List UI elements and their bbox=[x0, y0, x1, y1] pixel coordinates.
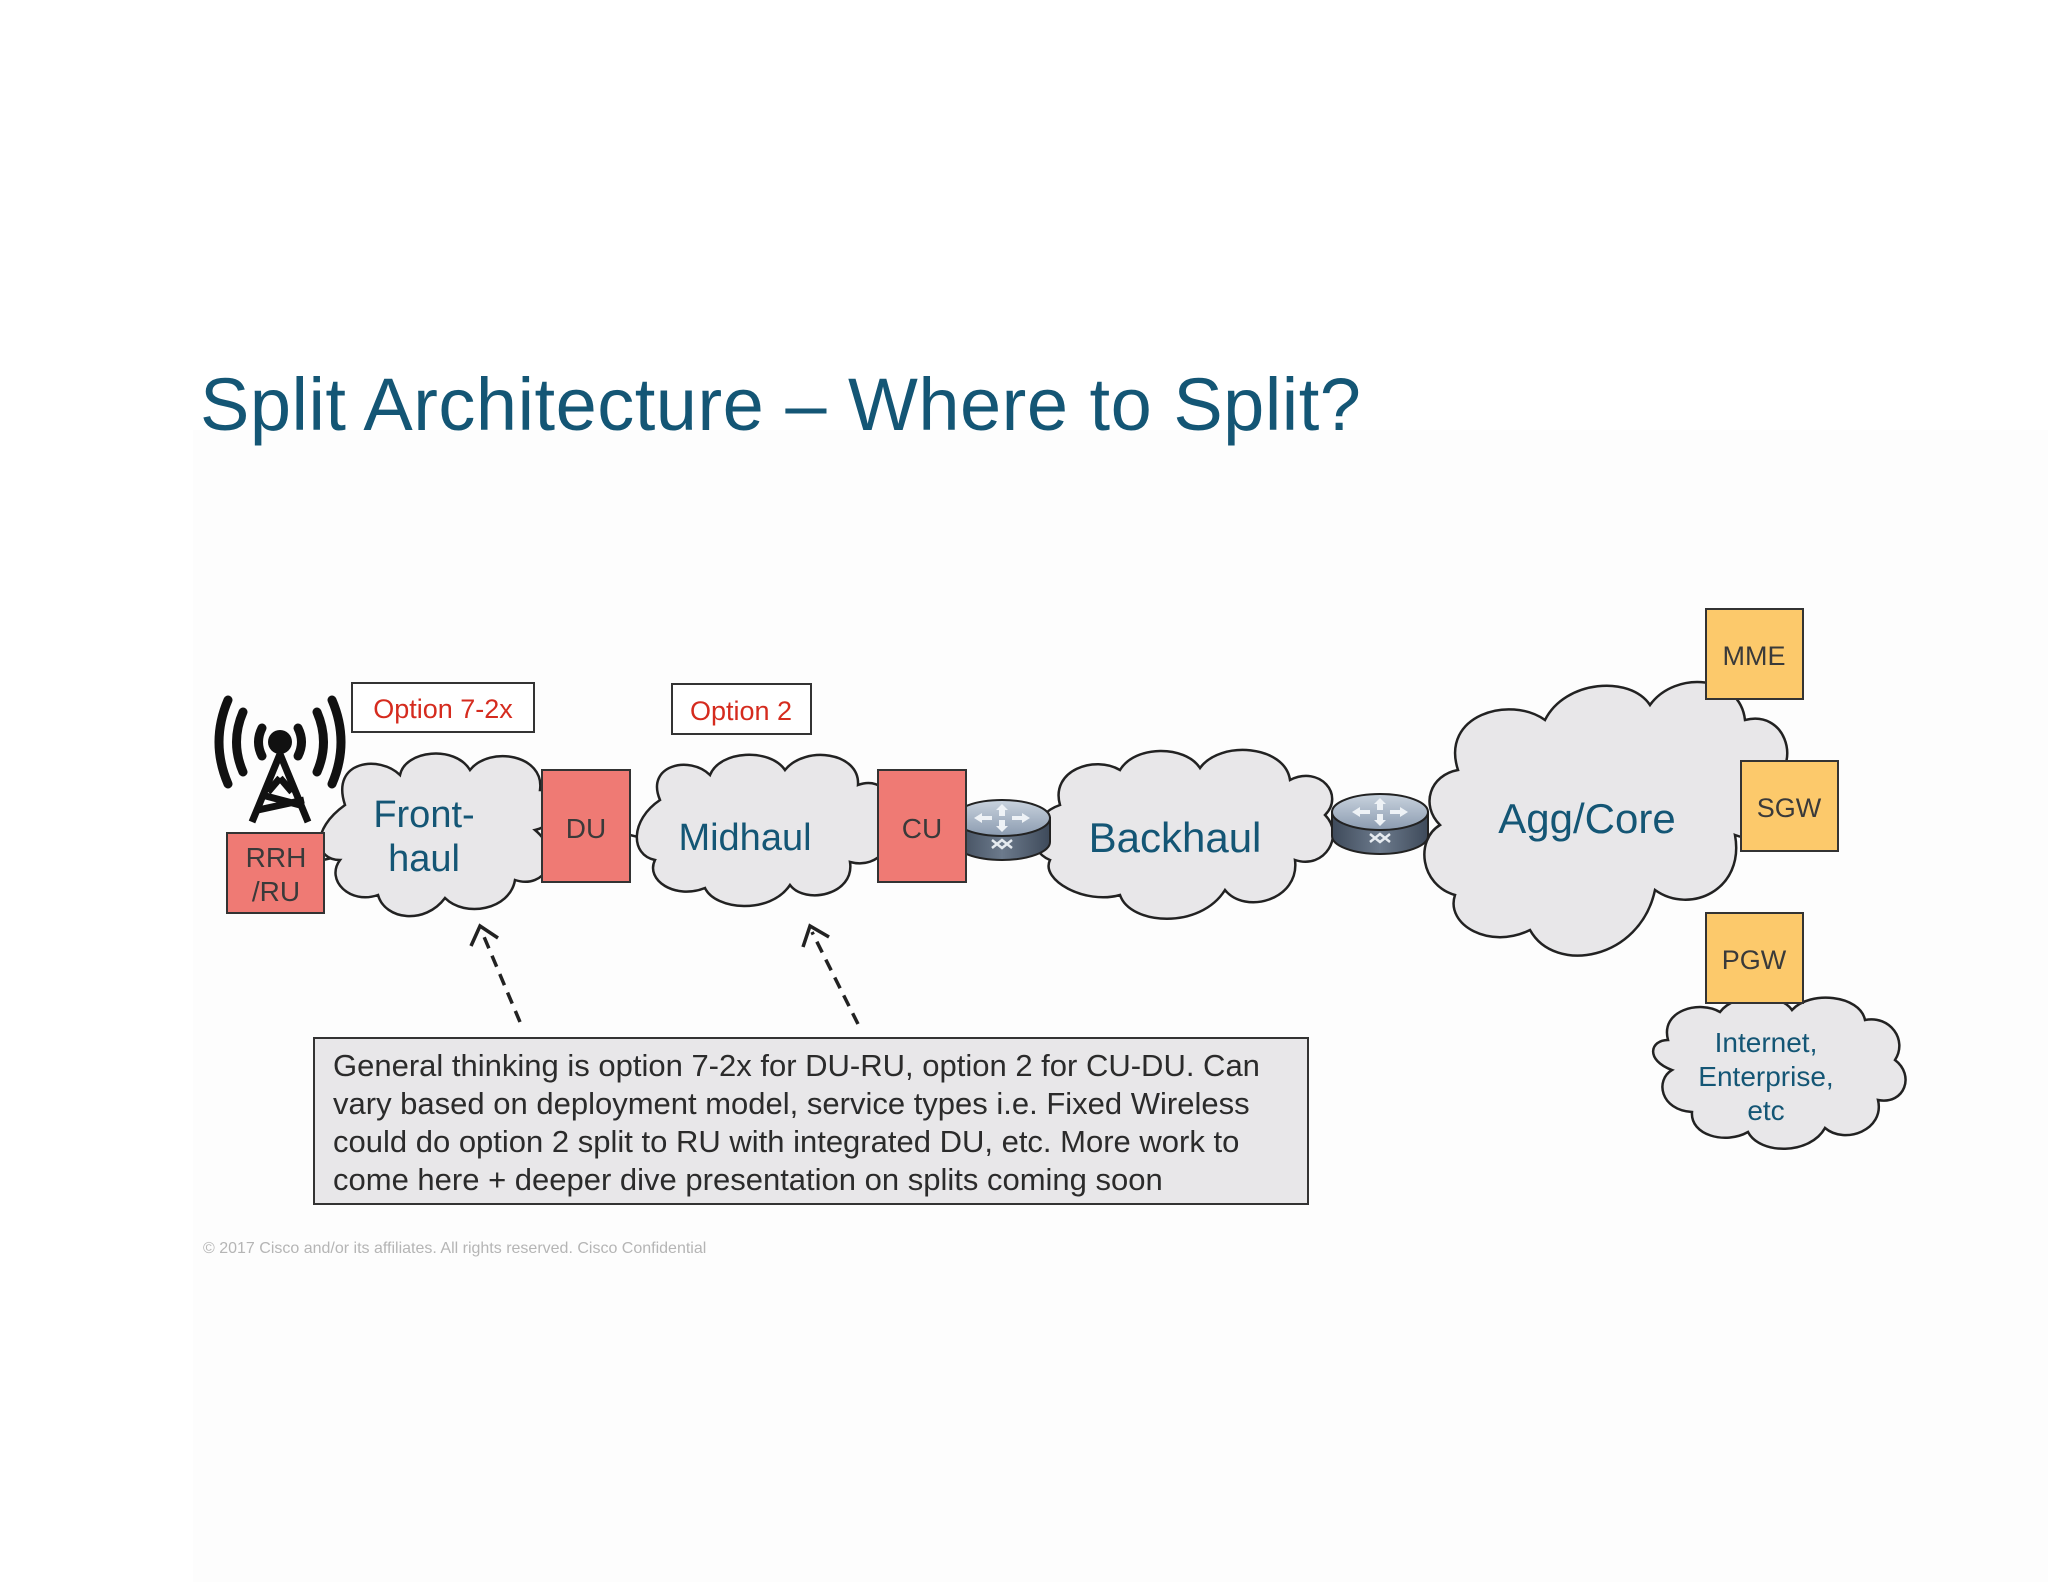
ru-label: /RU bbox=[252, 876, 300, 907]
router-icon bbox=[952, 798, 1052, 862]
midhaul-label: Midhaul bbox=[678, 817, 811, 859]
note-box: General thinking is option 7-2x for DU-R… bbox=[313, 1037, 1309, 1205]
option-2-label: Option 2 bbox=[690, 696, 792, 726]
internet-label-line1: Internet, bbox=[1715, 1027, 1818, 1058]
backhaul-label: Backhaul bbox=[1089, 814, 1262, 861]
fronthaul-label-line2: haul bbox=[388, 838, 460, 880]
internet-label-line2: Enterprise, bbox=[1698, 1061, 1833, 1092]
rrh-label: RRH bbox=[246, 842, 307, 873]
option-7-2x-label: Option 7-2x bbox=[373, 694, 513, 724]
footer-copyright: © 2017 Cisco and/or its affiliates. All … bbox=[203, 1240, 707, 1257]
pgw-label: PGW bbox=[1722, 945, 1787, 975]
sgw-box bbox=[1740, 760, 1839, 852]
option-2-box bbox=[671, 683, 812, 735]
backhaul-cloud bbox=[1032, 748, 1335, 920]
dashed-arrows bbox=[469, 923, 860, 1025]
fronthaul-label-line1: Front- bbox=[373, 794, 474, 836]
aggcore-cloud bbox=[1423, 680, 1789, 957]
mme-box bbox=[1705, 608, 1804, 700]
cu-label: CU bbox=[902, 813, 942, 844]
du-label: DU bbox=[566, 813, 606, 844]
internet-label-line3: etc bbox=[1747, 1095, 1784, 1126]
du-box bbox=[541, 769, 631, 883]
router-icon bbox=[1330, 792, 1430, 856]
cell-tower-icon bbox=[214, 695, 346, 824]
slide-title: Split Architecture – Where to Split? bbox=[200, 363, 1362, 446]
rrh-ru-box bbox=[226, 832, 325, 914]
mme-label: MME bbox=[1723, 641, 1786, 671]
option-7-2x-box bbox=[351, 682, 535, 733]
cu-box bbox=[877, 769, 967, 883]
sgw-label: SGW bbox=[1757, 793, 1822, 823]
aggcore-label: Agg/Core bbox=[1498, 795, 1675, 842]
pgw-box bbox=[1705, 912, 1804, 1004]
